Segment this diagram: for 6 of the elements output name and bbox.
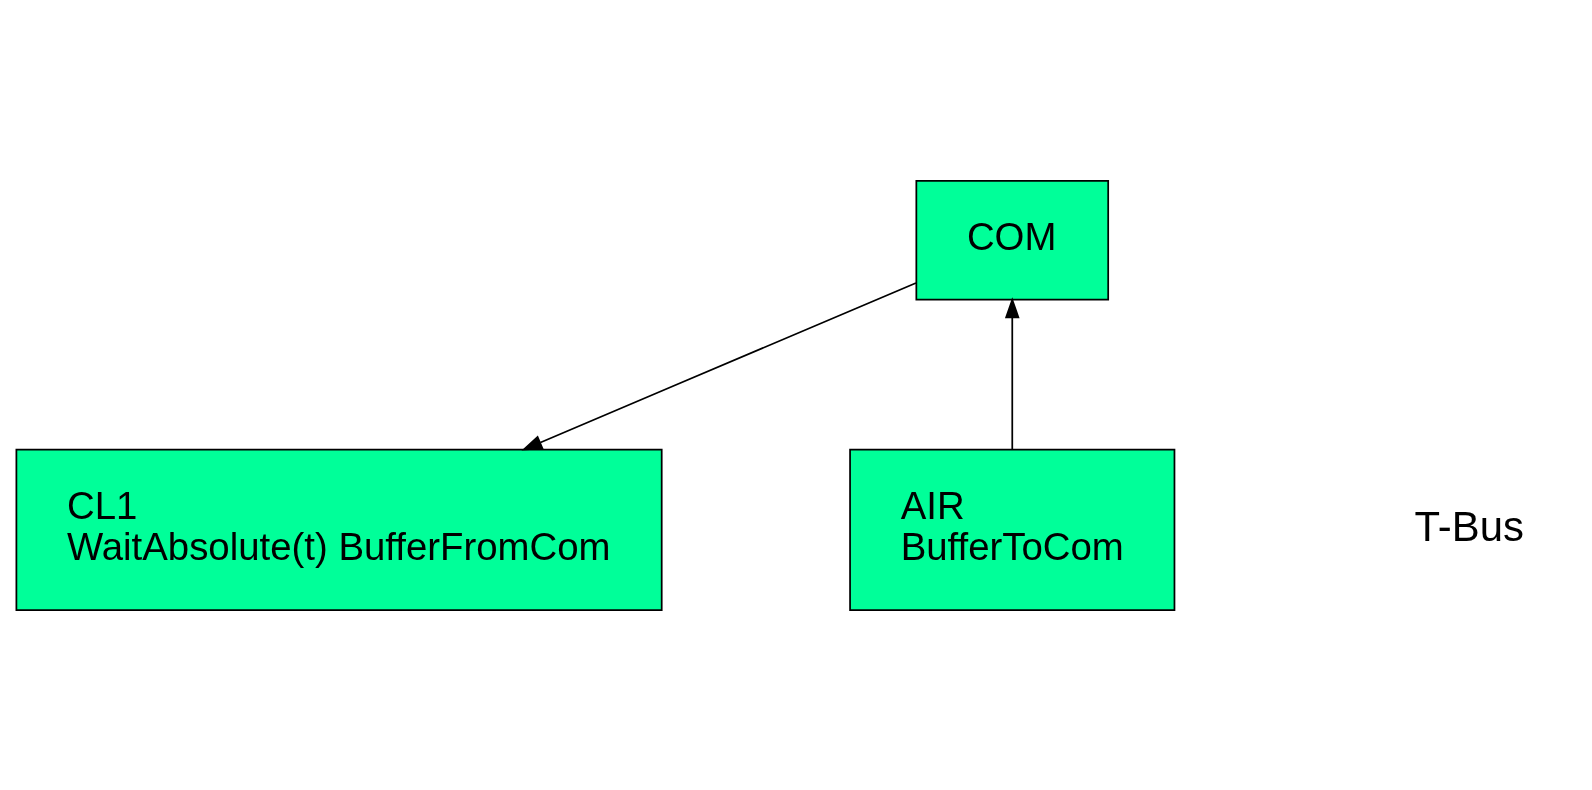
node-box: AIR BufferToCom [849, 448, 1176, 611]
node-box: COM [915, 179, 1110, 300]
node-box: CL1 WaitAbsolute(t) BufferFromCom [15, 448, 663, 611]
arrow [521, 281, 917, 451]
arrow [1004, 296, 1020, 450]
label: T-Bus [1414, 502, 1524, 550]
